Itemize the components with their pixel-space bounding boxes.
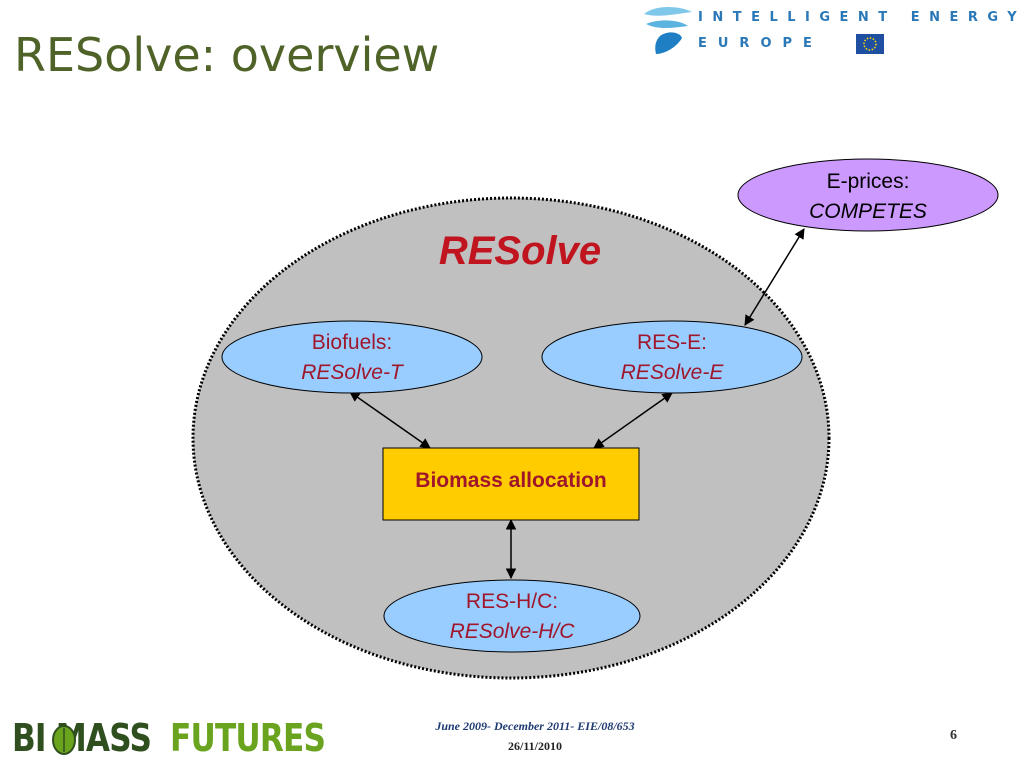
intelligent-energy-europe-logo: INTELLIGENT ENERGY EUROPE xyxy=(636,2,1017,60)
biomass-futures-logo: BI MASS FUTURES xyxy=(10,712,370,764)
node-eprices: E-prices: COMPETES xyxy=(737,158,999,232)
slide-title: RESolve: overview xyxy=(14,28,440,82)
node-reshc: RES-H/C: RESolve-H/C xyxy=(383,579,641,653)
leaf-globe-icon xyxy=(52,725,76,755)
footer-project-dates: June 2009- December 2011- EIE/08/653 xyxy=(435,719,635,733)
node-rese: RES-E: RESolve-E xyxy=(541,320,803,394)
node-biofuels-line2: RESolve-T xyxy=(301,361,405,384)
node-rese-line1: RES-E: xyxy=(637,331,707,354)
iee-logo-line1: INTELLIGENT ENERGY xyxy=(698,10,1024,25)
footer-date: 26/11/2010 xyxy=(507,739,562,753)
connector-biofuels-biomass xyxy=(349,391,431,449)
node-eprices-line2: COMPETES xyxy=(809,200,927,223)
node-eprices-line1: E-prices: xyxy=(827,170,910,193)
iee-logo-line2: EUROPE xyxy=(698,36,823,51)
eu-flag-icon xyxy=(856,34,884,54)
node-rese-line2: RESolve-E xyxy=(621,361,725,384)
node-reshc-line2: RESolve-H/C xyxy=(450,620,576,643)
biomass-futures-logo-part2: FUTURES xyxy=(170,716,326,760)
node-biofuels: Biofuels: RESolve-T xyxy=(221,320,483,394)
node-biofuels-line1: Biofuels: xyxy=(312,331,393,354)
resolve-container xyxy=(191,196,831,680)
biomass-futures-logo-part1: BI MASS xyxy=(12,716,152,760)
resolve-diagram: RESolve E-prices: COMPETES Biofuels: RES… xyxy=(191,158,999,680)
node-biomass-label: Biomass allocation xyxy=(415,469,606,492)
connector-rese-eprices xyxy=(744,228,805,326)
node-reshc-line1: RES-H/C: xyxy=(466,590,558,613)
page-number: 6 xyxy=(950,728,957,743)
node-biomass-allocation: Biomass allocation xyxy=(382,447,640,521)
connector-rese-biomass xyxy=(593,392,673,449)
iee-swoosh-icon xyxy=(644,7,692,54)
resolve-container-label: RESolve xyxy=(439,229,601,273)
